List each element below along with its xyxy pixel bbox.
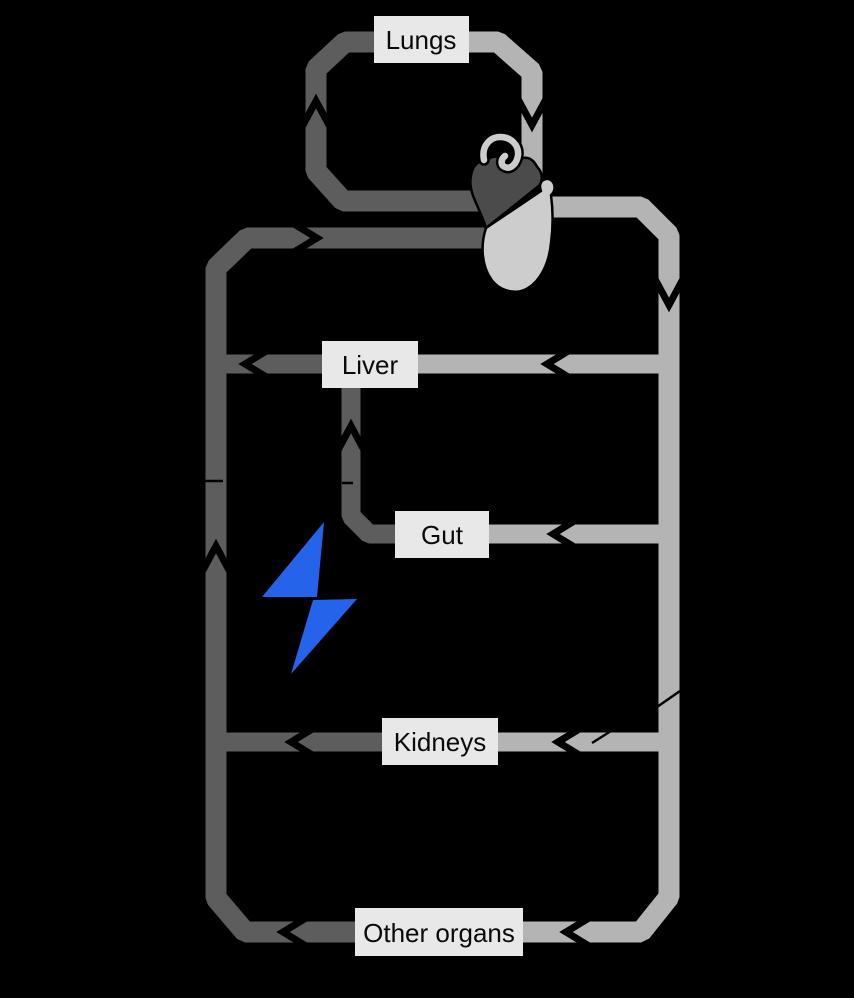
other-organs-label: Other organs xyxy=(363,918,515,948)
organ-labels: Lungs Liver Gut Kidneys Other organs xyxy=(322,16,523,956)
organ-label-lungs: Lungs xyxy=(374,16,469,63)
kidneys-label: Kidneys xyxy=(394,727,487,757)
flow-arrow-right-icon xyxy=(292,221,324,255)
leader-lines xyxy=(204,479,681,745)
leader-tick-right-artery xyxy=(656,689,681,709)
hepatic-portal-vein-pipe xyxy=(341,386,404,544)
flow-arrow-left-icon xyxy=(546,517,578,551)
other-organs-box xyxy=(355,908,523,956)
liver-box xyxy=(322,341,418,388)
organ-label-gut: Gut xyxy=(395,511,489,558)
flow-arrow-left-icon xyxy=(559,915,591,949)
flow-arrow-left-icon xyxy=(238,347,270,381)
lightning-bolt-upper-shape xyxy=(262,522,324,597)
flow-arrow-up-icon xyxy=(298,93,334,129)
flow-arrow-up-icon xyxy=(333,418,369,454)
gut-label: Gut xyxy=(421,520,464,550)
flow-arrow-down-icon xyxy=(651,277,687,313)
organ-label-kidneys: Kidneys xyxy=(382,718,498,765)
organ-label-other-organs: Other organs xyxy=(355,908,523,956)
gut-box xyxy=(395,511,489,558)
leader-tick-renal-artery xyxy=(591,729,612,745)
pulmonary-artery-pipe xyxy=(305,31,498,212)
flow-arrow-up-icon xyxy=(198,538,234,574)
aortic-arch-shape xyxy=(480,133,522,171)
flow-arrow-left-icon xyxy=(540,347,572,381)
lungs-box xyxy=(374,16,469,63)
liver-label: Liver xyxy=(342,350,399,380)
lungs-label: Lungs xyxy=(386,25,457,55)
kidneys-box xyxy=(382,718,498,765)
flow-arrow-left-icon xyxy=(551,725,583,759)
heart-icon xyxy=(469,131,556,293)
lightning-bolt-lower-shape xyxy=(291,599,357,674)
deoxygenated-vessels xyxy=(205,31,498,943)
flow-arrow-left-icon xyxy=(276,915,308,949)
flow-arrows xyxy=(198,93,687,949)
aorta-pipe xyxy=(516,196,680,943)
flow-arrow-down-icon xyxy=(514,97,550,133)
organ-label-liver: Liver xyxy=(322,341,418,388)
vena-cava-pipe xyxy=(205,227,491,943)
lightning-bolt-icon xyxy=(262,522,357,674)
flow-arrow-left-icon xyxy=(284,725,316,759)
